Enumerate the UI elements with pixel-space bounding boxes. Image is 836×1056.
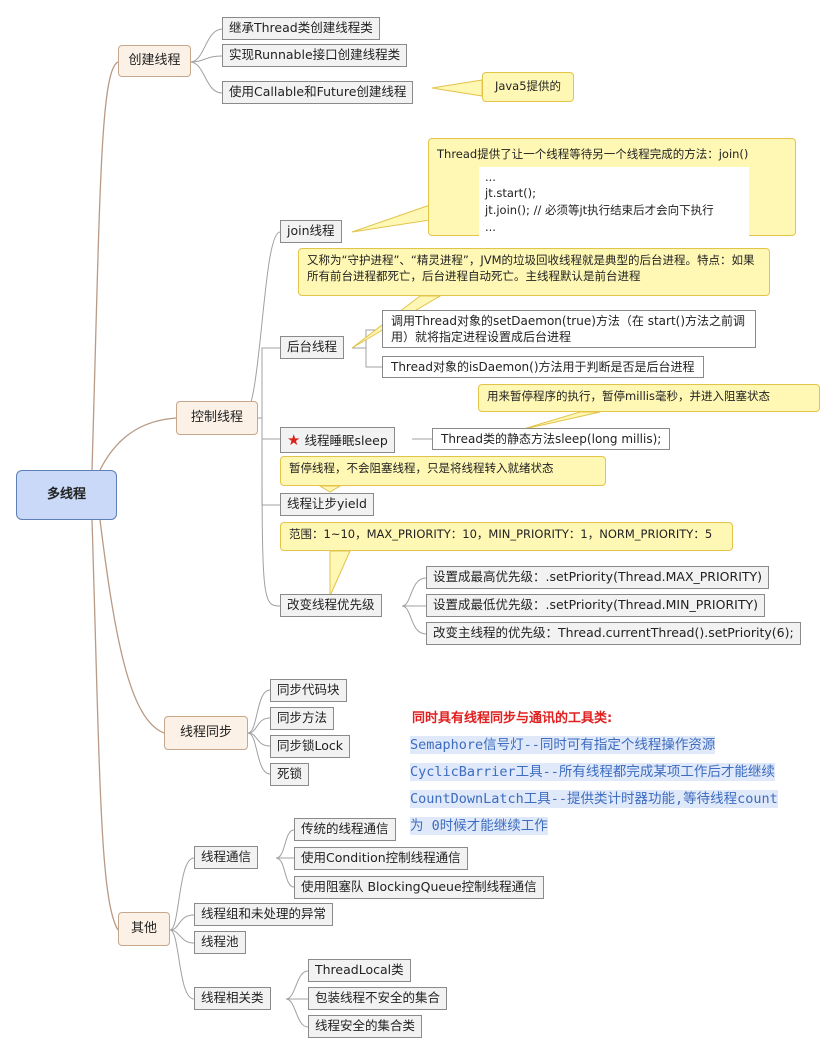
sleep-node[interactable]: ★线程睡眠sleep — [280, 427, 395, 454]
create-item-runnable[interactable]: 实现Runnable接口创建线程类 — [222, 44, 408, 67]
create-item-callable-future[interactable]: 使用Callable和Future创建线程 — [222, 81, 414, 104]
priority-item-max[interactable]: 设置成最高优先级：.setPriority(Thread.MAX_PRIORIT… — [426, 566, 770, 589]
sleep-item-static-method[interactable]: Thread类的静态方法sleep(long millis); — [432, 428, 671, 451]
root-node[interactable]: 多线程 — [16, 470, 117, 520]
code-line: jt.start(); — [485, 186, 536, 201]
sleep-label: 线程睡眠sleep — [304, 433, 388, 448]
code-line: ... — [485, 169, 496, 184]
note-java5: Java5提供的 — [482, 72, 574, 102]
note-yield: 暂停线程，不会阻塞线程，只是将线程转入就绪状态 — [280, 456, 606, 486]
note-join-code: ... jt.start(); jt.join(); // 必须等jt执行结束后… — [479, 166, 749, 238]
other-node[interactable]: 其他 — [118, 912, 170, 946]
related-classes-node[interactable]: 线程相关类 — [194, 987, 271, 1010]
star-icon: ★ — [287, 431, 301, 449]
tools-line: CyclicBarrier工具--所有线程都完成某项工作后才能继续 — [410, 763, 775, 782]
thread-pool-node[interactable]: 线程池 — [194, 931, 246, 954]
comm-item-blockingqueue[interactable]: 使用阻塞队 BlockingQueue控制线程通信 — [294, 876, 544, 899]
tools-line: Semaphore信号灯--同时可有指定个线程操作资源 — [410, 736, 716, 755]
code-line: ... — [485, 219, 496, 234]
join-thread-node[interactable]: join线程 — [280, 220, 342, 243]
related-item-threadlocal[interactable]: ThreadLocal类 — [308, 959, 411, 982]
sync-node[interactable]: 线程同步 — [164, 716, 248, 750]
yield-node[interactable]: 线程让步yield — [280, 493, 374, 516]
note-join-title: Thread提供了让一个线程等待另一个线程完成的方法：join() — [437, 147, 749, 161]
sync-item-method[interactable]: 同步方法 — [270, 707, 335, 730]
sync-item-deadlock[interactable]: 死锁 — [270, 763, 310, 786]
comm-item-traditional[interactable]: 传统的线程通信 — [294, 818, 396, 841]
code-line: jt.join(); // 必须等jt执行结束后才会向下执行 — [485, 202, 714, 217]
sync-item-block[interactable]: 同步代码块 — [270, 679, 347, 702]
daemon-item-setdaemon[interactable]: 调用Thread对象的setDaemon(true)方法（在 start()方法… — [382, 310, 756, 349]
note-join: Thread提供了让一个线程等待另一个线程完成的方法：join() ... jt… — [428, 138, 796, 238]
tools-line: 为 0时候才能继续工作 — [410, 817, 548, 836]
note-daemon: 又称为“守护进程”、“精灵进程”，JVM的垃圾回收线程就是典型的后台进程。特点：… — [298, 248, 770, 296]
priority-item-main[interactable]: 改变主线程的优先级：Thread.currentThread().setPrio… — [426, 622, 801, 645]
related-item-unsafe-wrap[interactable]: 包装线程不安全的集合 — [308, 987, 448, 1010]
create-item-extend-thread[interactable]: 继承Thread类创建线程类 — [222, 17, 380, 40]
control-thread-node[interactable]: 控制线程 — [176, 401, 258, 435]
sync-item-lock[interactable]: 同步锁Lock — [270, 735, 351, 758]
priority-node[interactable]: 改变线程优先级 — [280, 594, 382, 617]
note-sleep: 用来暂停程序的执行，暂停millis毫秒，并进入阻塞状态 — [478, 384, 820, 412]
create-thread-node[interactable]: 创建线程 — [118, 45, 191, 77]
daemon-item-isdaemon[interactable]: Thread对象的isDaemon()方法用于判断是否是后台进程 — [382, 356, 704, 379]
daemon-thread-node[interactable]: 后台线程 — [280, 336, 345, 359]
comm-item-condition[interactable]: 使用Condition控制线程通信 — [294, 847, 468, 870]
note-priority: 范围：1~10，MAX_PRIORITY：10，MIN_PRIORITY：1，N… — [280, 522, 733, 551]
tools-title: 同时具有线程同步与通讯的工具类: — [412, 711, 613, 726]
related-item-safe-collections[interactable]: 线程安全的集合类 — [308, 1015, 423, 1038]
comm-node[interactable]: 线程通信 — [194, 846, 259, 869]
priority-item-min[interactable]: 设置成最低优先级：.setPriority(Thread.MIN_PRIORIT… — [426, 594, 765, 617]
thread-group-node[interactable]: 线程组和未处理的异常 — [194, 903, 334, 926]
tools-line: CountDownLatch工具--提供类计时器功能,等待线程count — [410, 790, 778, 809]
